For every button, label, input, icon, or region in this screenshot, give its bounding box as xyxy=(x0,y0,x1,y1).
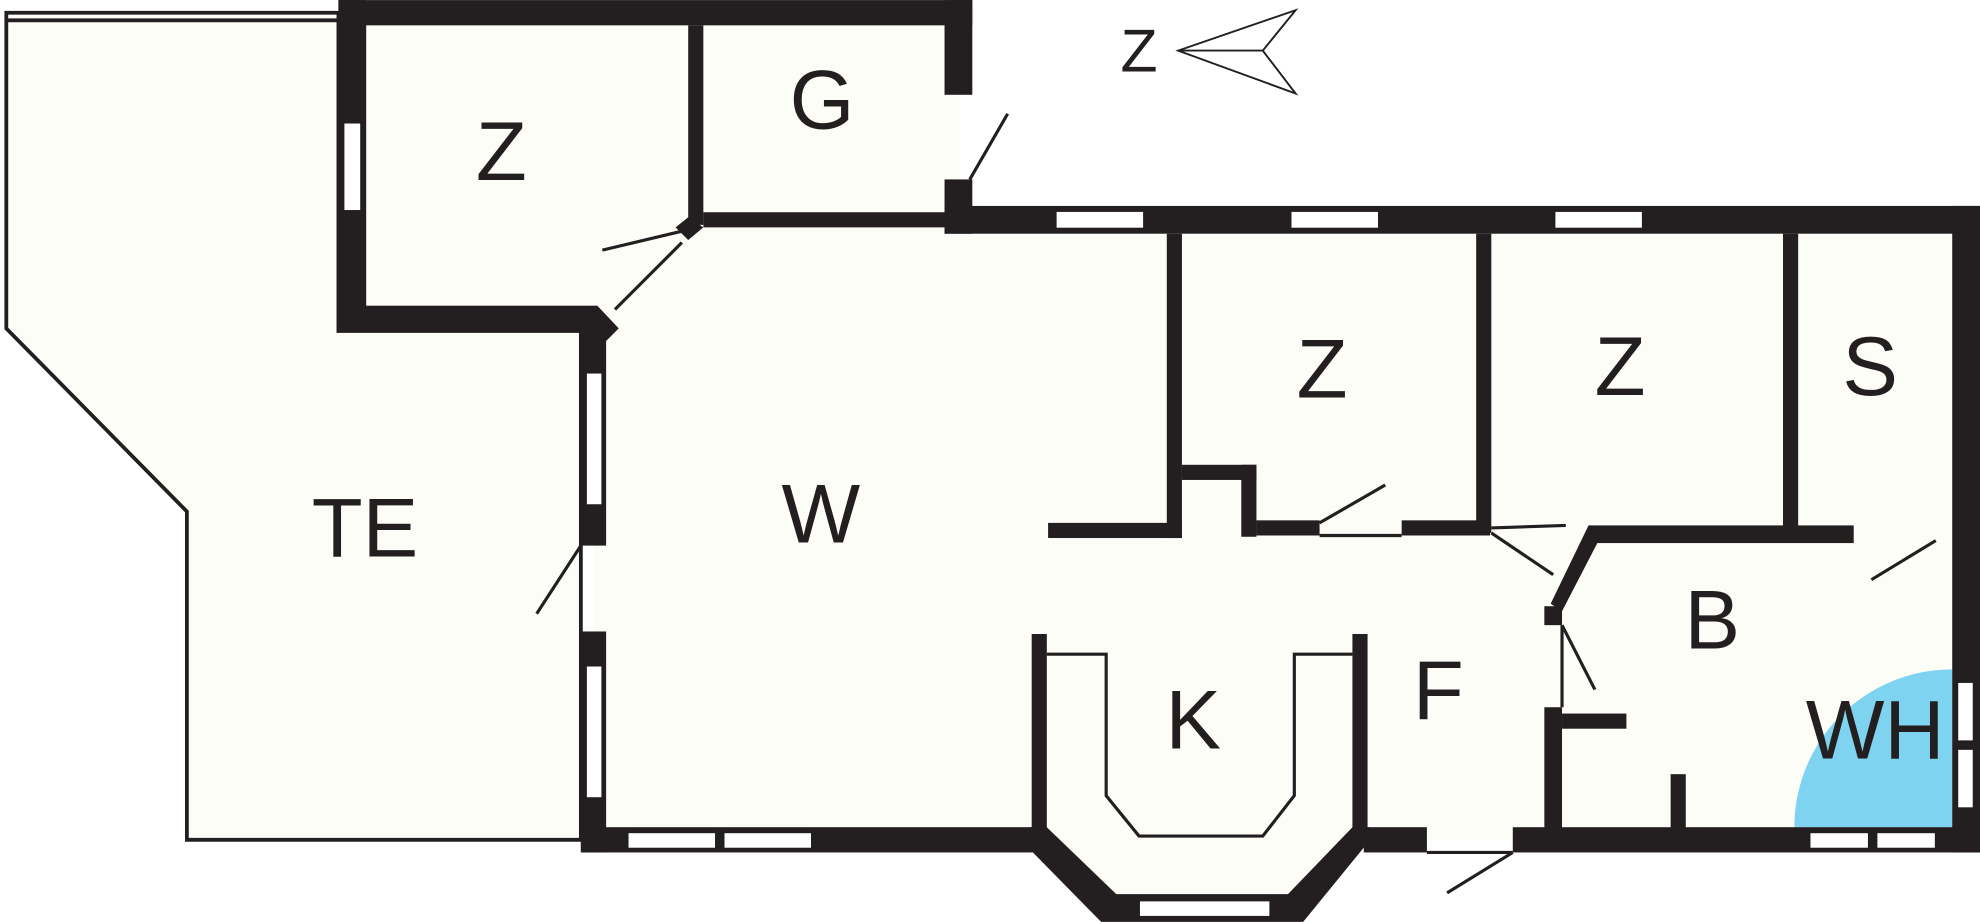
kitchen-counter xyxy=(1046,652,1353,838)
floor-areas xyxy=(6,12,1970,900)
room-label-k: K xyxy=(1166,673,1222,766)
room-label-f: F xyxy=(1413,644,1464,737)
windows xyxy=(342,121,1975,918)
room-label-z2: Z xyxy=(1297,322,1348,415)
north-arrow: Z xyxy=(1120,8,1299,96)
room-label-g: G xyxy=(790,53,855,146)
room-label-z1: Z xyxy=(476,105,527,198)
wh-highlight xyxy=(1794,669,1953,828)
room-label-s: S xyxy=(1842,320,1898,413)
compass-label: Z xyxy=(1120,17,1157,85)
room-label-w: W xyxy=(781,468,860,561)
compass-arrow-icon xyxy=(1175,8,1299,96)
room-label-wh: WH xyxy=(1806,683,1945,776)
doors xyxy=(535,112,1937,895)
room-label-b: B xyxy=(1684,574,1740,667)
room-label-te: TE xyxy=(312,481,418,574)
room-label-z3: Z xyxy=(1595,320,1646,413)
